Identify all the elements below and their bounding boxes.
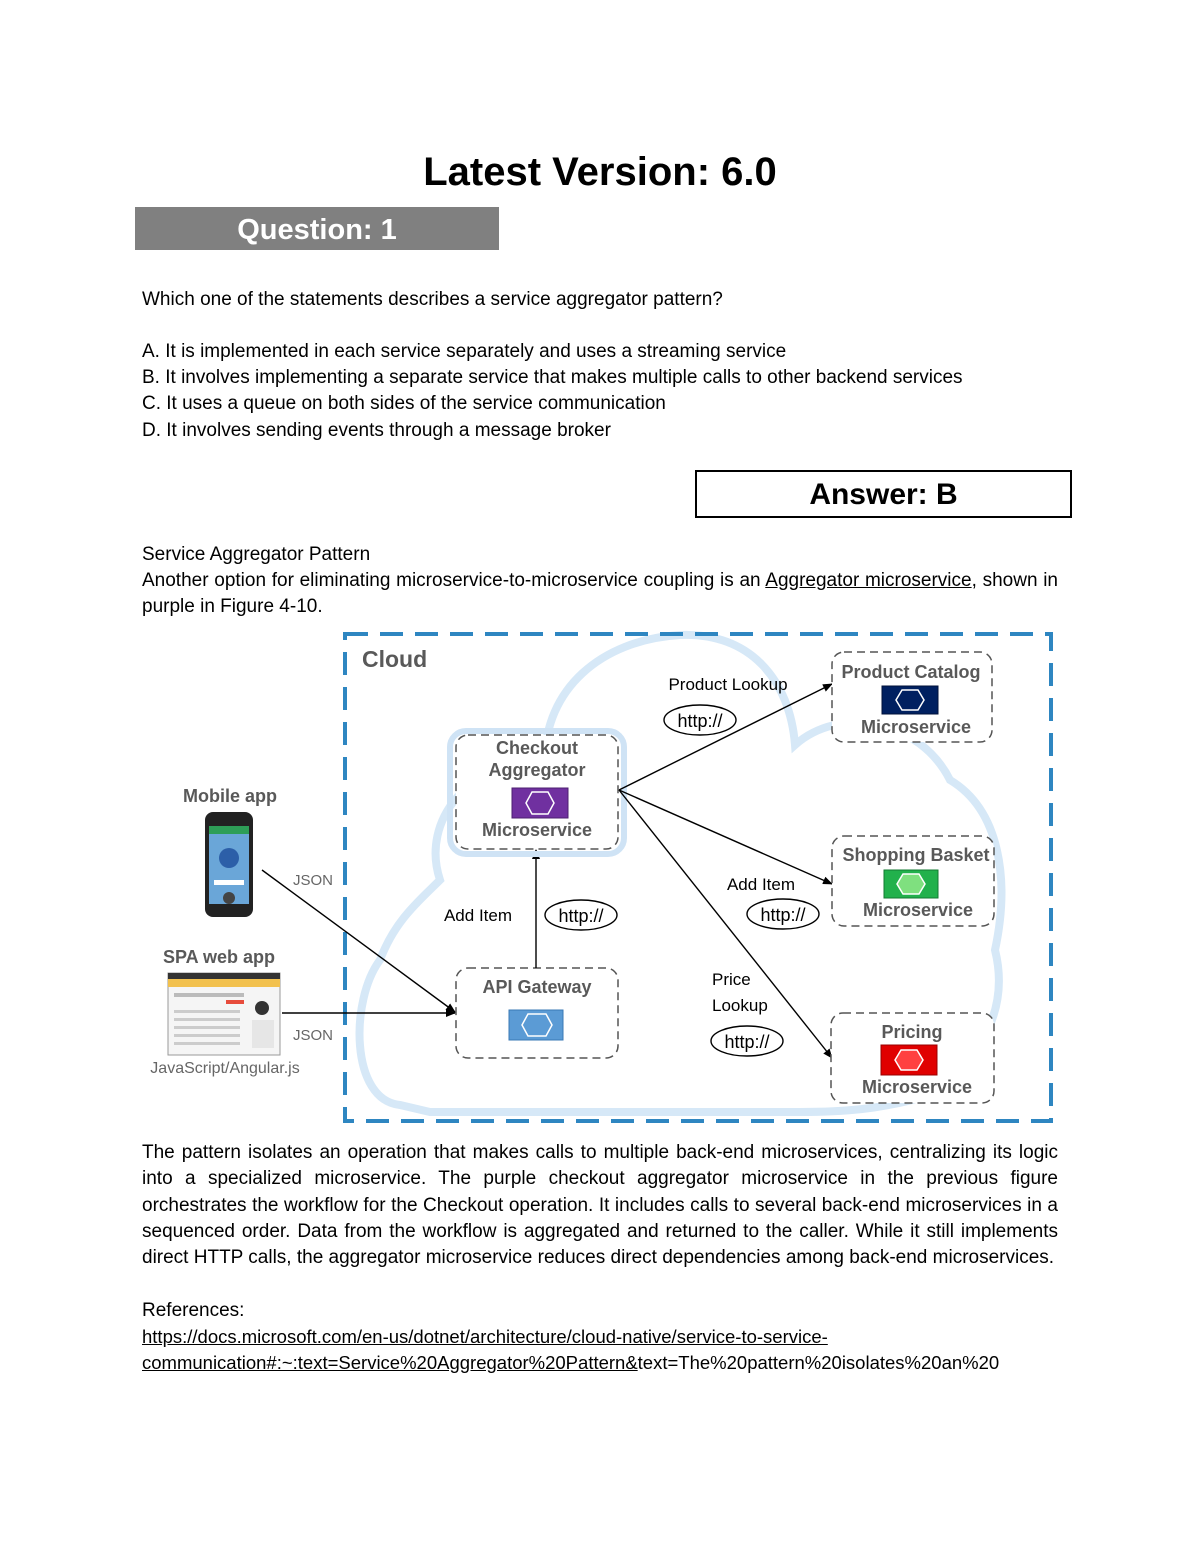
pricing-title: Pricing [881,1022,942,1042]
explanation-body: The pattern isolates an operation that m… [142,1142,1058,1269]
svg-text:http://: http:// [724,1032,769,1052]
reference-link-line-1[interactable]: https://docs.microsoft.com/en-us/dotnet/… [142,1326,828,1347]
option-c: C. It uses a queue on both sides of the … [142,393,666,414]
product-lookup-label: Product Lookup [668,675,787,694]
option-a: A. It is implemented in each service sep… [142,341,787,362]
api-gateway-icon [508,1009,564,1041]
reference-link-line-2[interactable]: communication#:~:text=Service%20Aggregat… [142,1352,1000,1373]
json-label-1: JSON [293,872,333,889]
spa-app-label: SPA web app [163,947,275,967]
svg-text:http://: http:// [760,905,805,925]
product-catalog-icon [881,685,939,715]
http-bubble-pricing [710,1025,784,1057]
question-label: Question: 1 [135,207,499,250]
mobile-to-gateway-arrow [261,869,456,1013]
price-lookup-label-2: Lookup [712,996,768,1015]
page-title: Latest Version: 6.0 [423,150,777,194]
product-catalog-sub: Microservice [861,717,971,737]
answer-box: Answer: B [695,470,1072,518]
shopping-basket-title: Shopping Basket [842,845,989,865]
checkout-sub: Microservice [482,820,592,840]
spa-sub-label: JavaScript/Angular.js [150,1060,299,1077]
api-gateway-title: API Gateway [482,977,591,997]
explanation-intro: Another option for eliminating microserv… [142,570,1059,618]
checkout-title-1: Checkout [496,738,578,758]
svg-text:http://: http:// [677,711,722,731]
browser-window-icon [167,972,281,1056]
references-label: References: [142,1300,245,1321]
json-label-2: JSON [293,1027,333,1044]
mobile-phone-icon [205,812,253,917]
option-d: D. It involves sending events through a … [142,420,611,441]
pricing-sub: Microservice [862,1077,972,1097]
price-lookup-label-1: Price [712,970,751,989]
add-item-label-left: Add Item [444,906,512,925]
http-bubble-basket [746,898,820,930]
add-item-label-right: Add Item [727,875,795,894]
shopping-basket-sub: Microservice [863,900,973,920]
cloud-border [343,632,1053,1123]
product-catalog-title: Product Catalog [841,662,980,682]
svg-text:http://: http:// [558,906,603,926]
explanation-heading: Service Aggregator Pattern [142,544,371,565]
http-bubble-gateway [544,899,618,931]
shopping-basket-icon [883,869,939,899]
aggregator-link[interactable]: Aggregator microservice [765,570,972,591]
mobile-app-label: Mobile app [183,786,277,806]
checkout-icon [511,787,569,819]
architecture-diagram: Cloud Mobile app JSON SPA web app JavaSc… [150,630,1053,1123]
cloud-label: Cloud [362,646,427,672]
checkout-to-product-arrow [618,683,833,791]
checkout-title-2: Aggregator [488,760,585,780]
http-bubble-product [663,704,737,736]
pricing-icon [880,1044,938,1076]
checkout-to-basket-arrow [618,789,833,885]
question-text: Which one of the statements describes a … [142,289,723,310]
checkout-to-pricing-arrow [618,789,833,1059]
option-b: B. It involves implementing a separate s… [142,367,963,388]
